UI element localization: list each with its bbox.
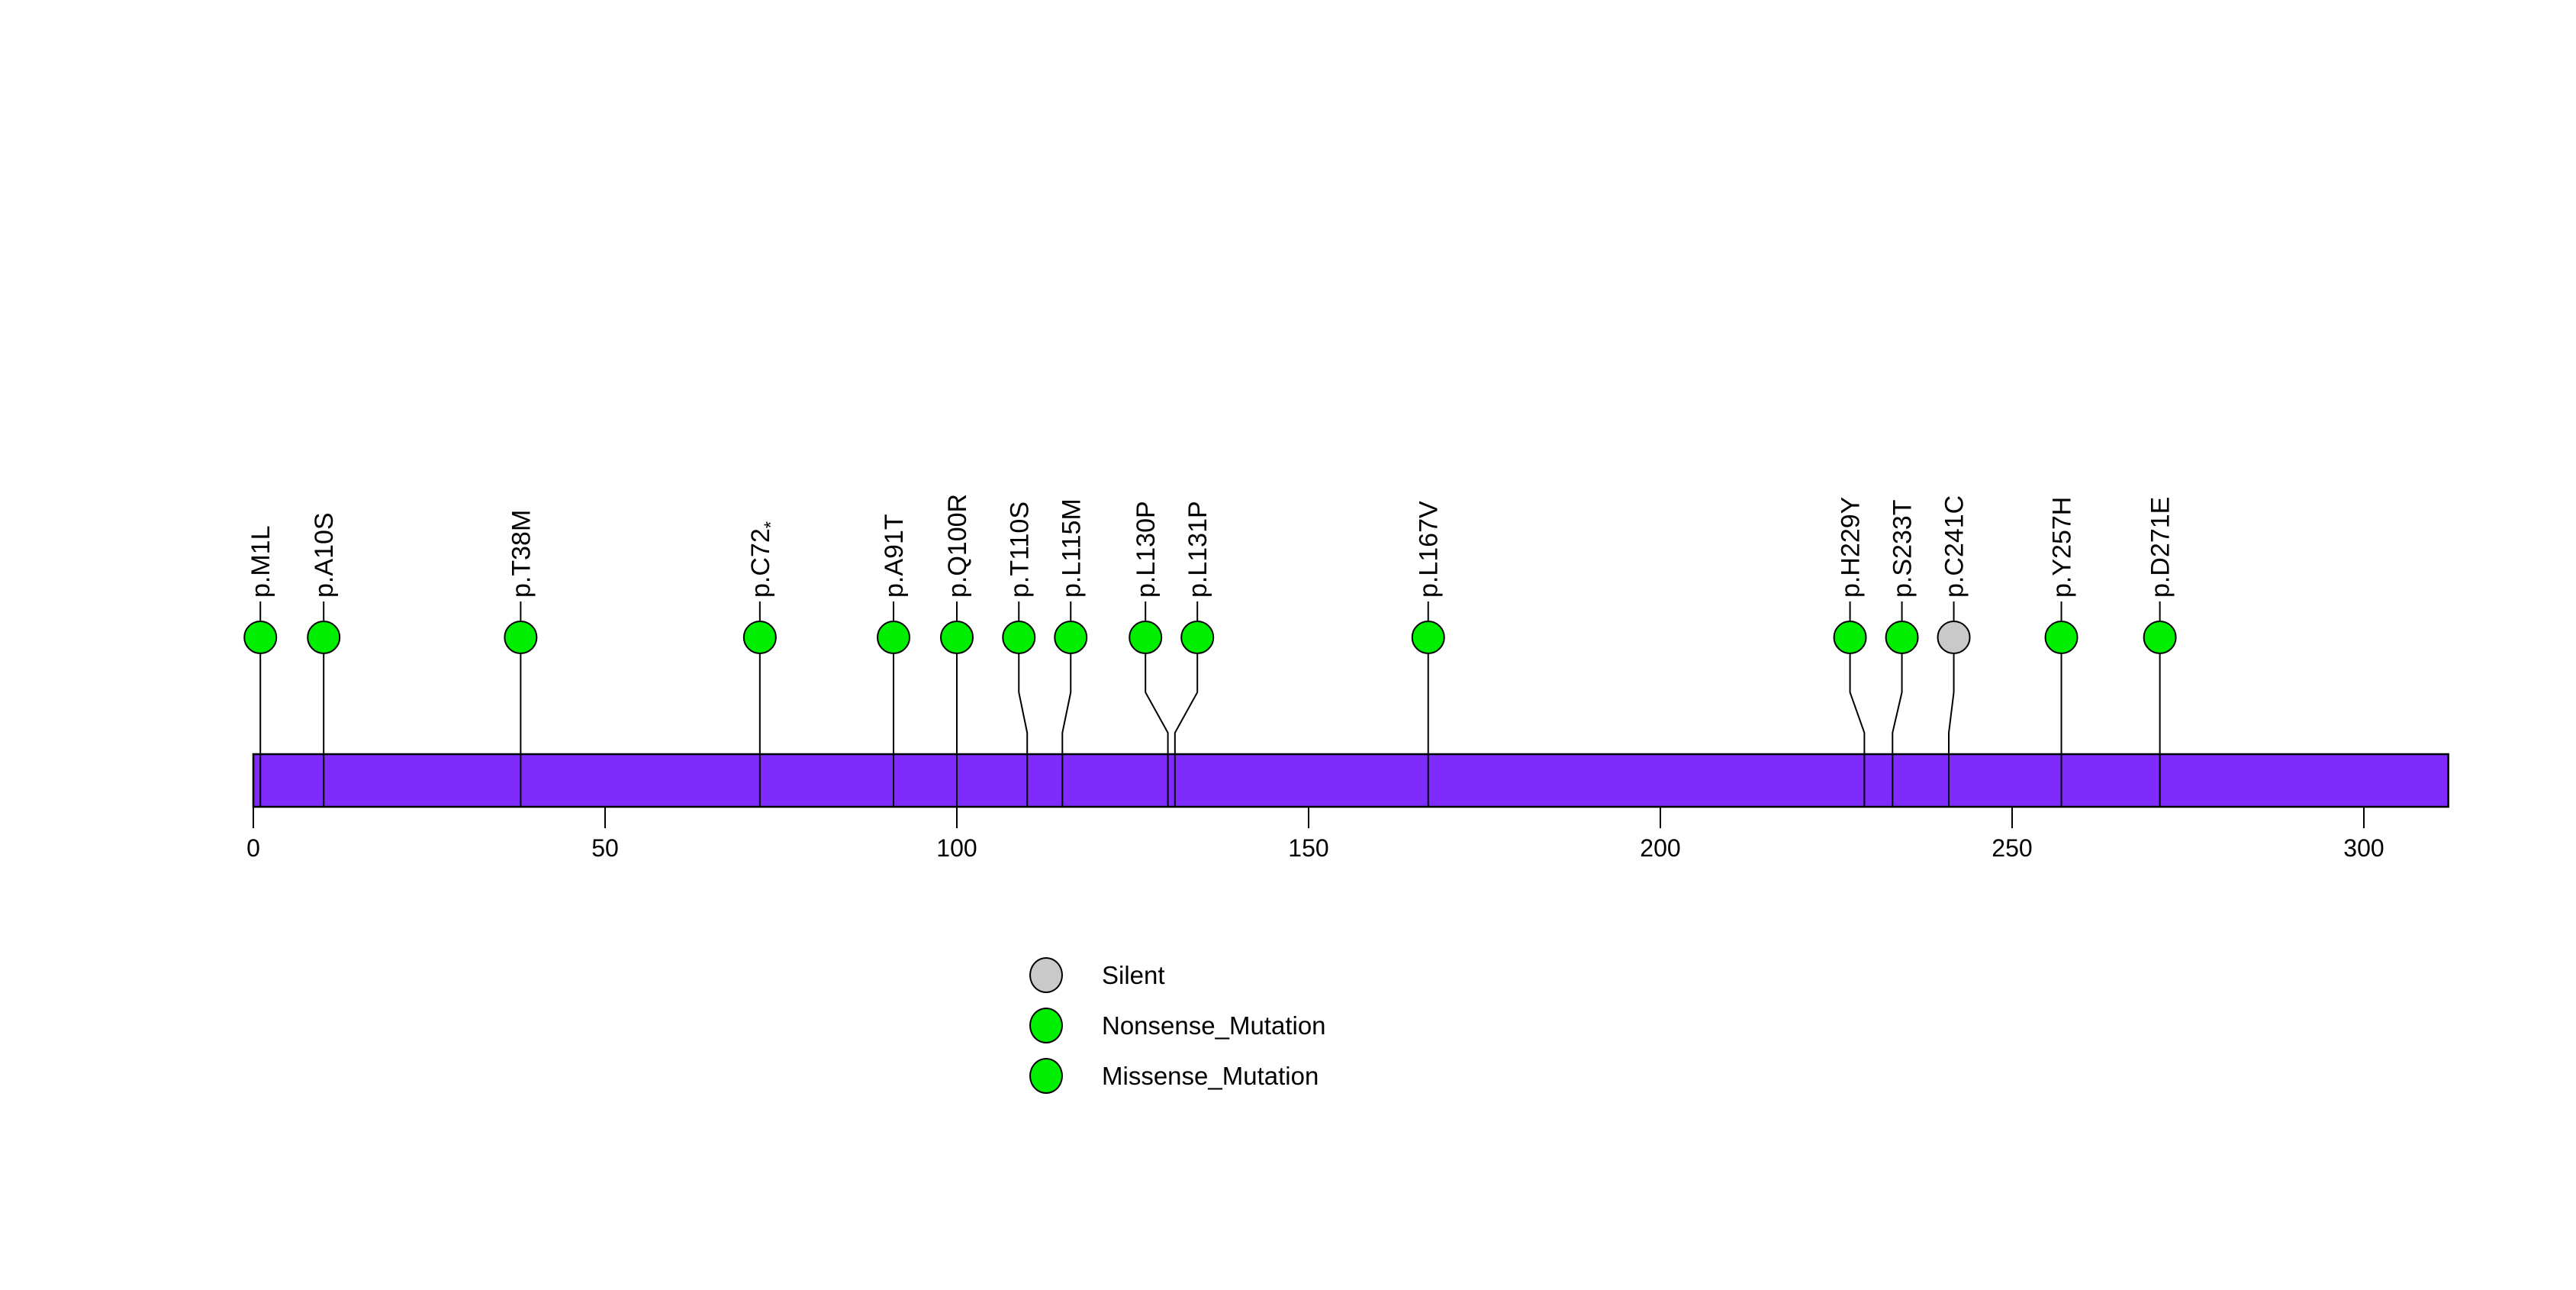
mutation-label: p.L130P xyxy=(1132,501,1161,598)
legend-swatch-silent-icon xyxy=(1029,957,1063,993)
legend-label-missense: Missense_Mutation xyxy=(1102,1061,1319,1090)
mutation-stem xyxy=(1018,653,1029,807)
mutation-marker xyxy=(2143,621,2177,654)
axis-tick-label: 150 xyxy=(1288,834,1328,862)
mutation-label: p.Y257H xyxy=(2048,497,2077,598)
mutation-label: p.T110S xyxy=(1005,501,1034,598)
legend-row-nonsense: Nonsense_Mutation xyxy=(1029,1008,1326,1043)
legend-swatch-nonsense-icon xyxy=(1029,1008,1063,1043)
mutation-stem xyxy=(1892,653,1903,807)
mutation-marker xyxy=(742,621,777,654)
mutation-marker xyxy=(1129,621,1163,654)
legend-swatch-missense-icon xyxy=(1029,1058,1063,1094)
mutation-marker xyxy=(1885,621,1919,654)
legend-label-silent: Silent xyxy=(1102,960,1165,989)
mutation-label: p.D271E xyxy=(2146,497,2175,598)
mutation-label: p.A91T xyxy=(880,514,909,598)
mutation-label: p.Q100R xyxy=(943,494,972,598)
legend: Silent Nonsense_Mutation Missense_Mutati… xyxy=(1029,957,1326,1108)
legend-row-missense: Missense_Mutation xyxy=(1029,1058,1326,1094)
mutation-stem xyxy=(1174,653,1199,807)
mutation-label: p.M1L xyxy=(246,526,275,598)
axis-tick-label: 100 xyxy=(936,834,977,862)
mutation-marker xyxy=(1180,621,1215,654)
mutation-marker xyxy=(1054,621,1088,654)
mutation-label: p.L167V xyxy=(1415,501,1444,598)
mutation-marker xyxy=(504,621,538,654)
mutation-label: p.H229Y xyxy=(1837,497,1866,598)
mutation-stem xyxy=(1948,653,1955,807)
protein-body-bar xyxy=(252,753,2449,808)
axis-tick-label: 0 xyxy=(246,834,260,862)
mutation-stem xyxy=(1849,653,1866,807)
mutation-label: p.L131P xyxy=(1183,501,1212,598)
mutation-label: p.L115M xyxy=(1057,498,1086,598)
mutation-marker xyxy=(1937,621,1971,654)
mutation-label: p.T38M xyxy=(507,510,536,598)
mutation-label: p.S233T xyxy=(1889,499,1918,598)
mutation-marker xyxy=(2044,621,2079,654)
legend-row-silent: Silent xyxy=(1029,957,1326,993)
mutation-marker xyxy=(940,621,974,654)
mutation-stem xyxy=(1061,653,1072,807)
axis-tick-label: 200 xyxy=(1640,834,1680,862)
mutation-stem xyxy=(1145,653,1169,807)
mutation-label: p.A10S xyxy=(310,512,339,598)
mutation-marker xyxy=(243,621,278,654)
mutation-marker xyxy=(307,621,341,654)
mutation-label: p.C72* xyxy=(746,521,781,598)
legend-label-nonsense: Nonsense_Mutation xyxy=(1102,1011,1326,1040)
mutation-marker xyxy=(877,621,911,654)
mutation-label: p.C241C xyxy=(1940,495,1969,598)
axis-tick-label: 50 xyxy=(591,834,619,862)
axis-tick-label: 300 xyxy=(2343,834,2384,862)
mutation-marker xyxy=(1411,621,1445,654)
axis-tick-label: 250 xyxy=(1992,834,2032,862)
mutation-marker xyxy=(1833,621,1867,654)
mutation-marker xyxy=(1002,621,1036,654)
